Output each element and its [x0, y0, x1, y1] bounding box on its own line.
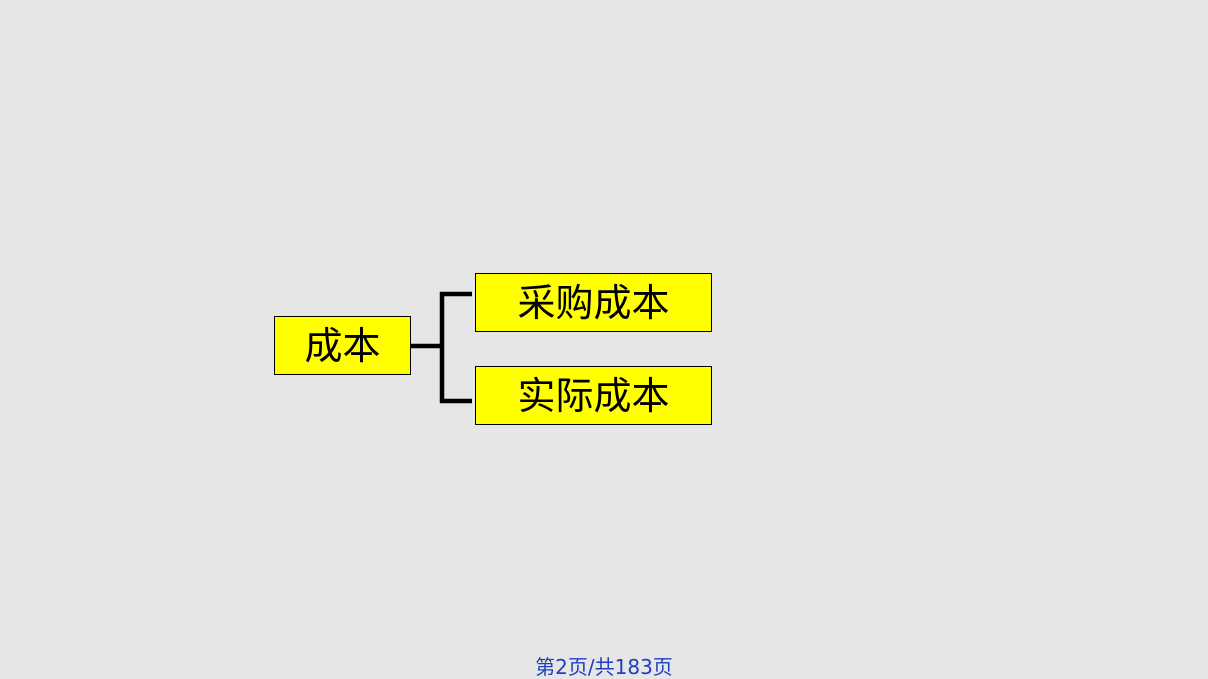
connector-bracket	[439, 291, 472, 404]
page-number-footer: 第2页/共183页	[535, 655, 673, 679]
child-node-box-purchase-cost: 采购成本	[475, 273, 712, 332]
root-node-label: 成本	[304, 323, 381, 368]
root-node-box: 成本	[274, 316, 411, 375]
child-node-label: 实际成本	[517, 373, 670, 418]
child-node-label: 采购成本	[517, 280, 670, 325]
child-node-box-actual-cost: 实际成本	[475, 366, 712, 425]
